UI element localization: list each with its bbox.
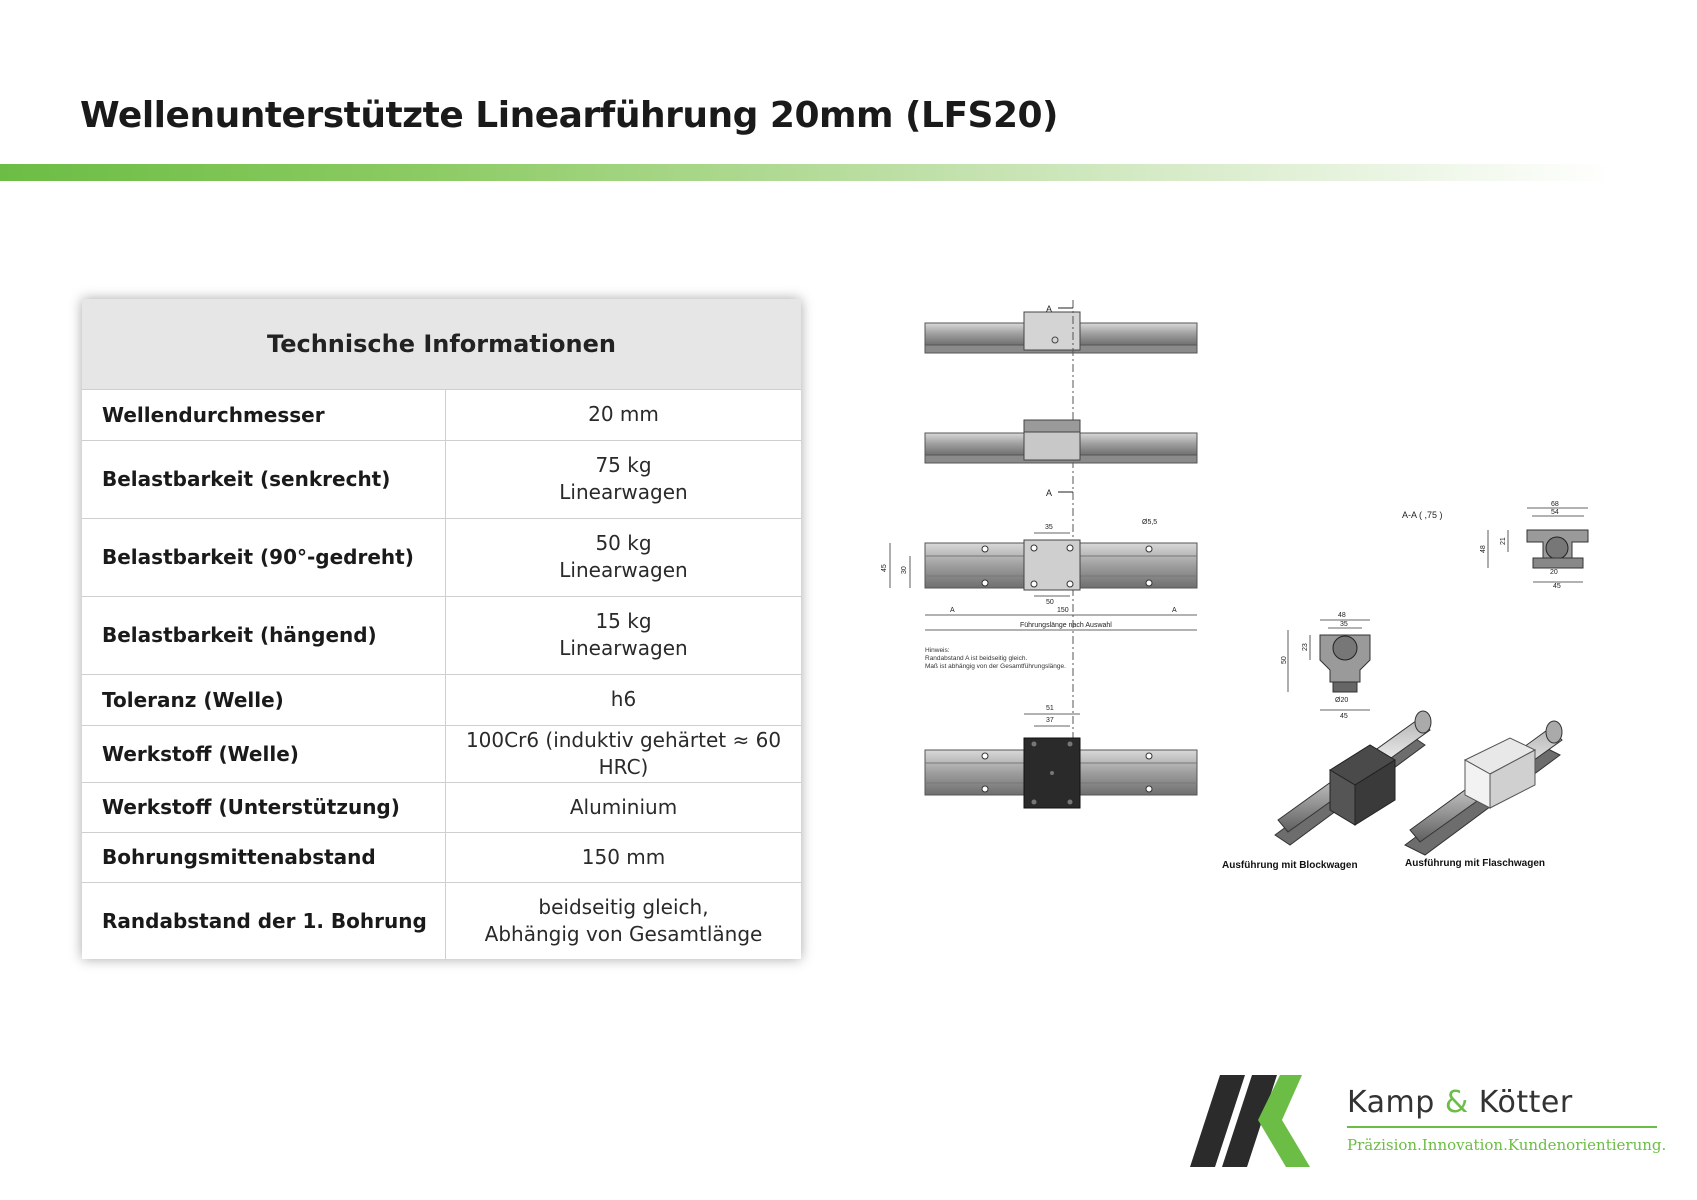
- spec-value: 150 mm: [445, 832, 801, 883]
- dim-51: 51: [1046, 705, 1054, 712]
- spec-label: Werkstoff (Unterstützung): [82, 782, 446, 833]
- spec-row: Bohrungsmittenabstand 150 mm: [82, 832, 801, 883]
- spec-row: Werkstoff (Unterstützung) Aluminium: [82, 782, 801, 833]
- caption-block-carriage: Ausführung mit Blockwagen: [1222, 860, 1358, 871]
- dim-68: 68: [1551, 501, 1559, 508]
- spec-table-heading: Technische Informationen: [82, 299, 801, 390]
- spec-label: Bohrungsmittenabstand: [82, 832, 446, 883]
- dim-35b: 35: [1340, 621, 1348, 628]
- note-line-1: Randabstand A ist beidseitig gleich.: [925, 655, 1027, 662]
- note-title: Hinweis:: [925, 647, 950, 654]
- dim-48b: 48: [1480, 545, 1487, 553]
- spec-label: Randabstand der 1. Bohrung: [82, 882, 446, 959]
- spec-table-card: Technische Informationen Wellendurchmess…: [82, 299, 801, 959]
- dim-54: 54: [1551, 509, 1559, 516]
- page-title: Wellenunterstützte Linearführung 20mm (L…: [80, 95, 1059, 136]
- dim-a-left: A: [950, 607, 955, 614]
- brand-tagline: Präzision.Innovation.Kundenorientierung.: [1347, 1136, 1667, 1154]
- spec-label: Werkstoff (Welle): [82, 725, 446, 783]
- dim-23: 23: [1302, 643, 1309, 651]
- view-dimensioned: 35 Ø5,5 45 30 50 A 150 A Führungslänge n…: [881, 519, 1198, 670]
- view-flange: 51 37: [924, 705, 1198, 809]
- section-view-label: A-A ( ,75 ): [1402, 510, 1443, 520]
- dim-35: 35: [1045, 524, 1053, 531]
- section-block: 48 35 23 50 Ø20 45: [1281, 612, 1371, 720]
- dim-a-right: A: [1172, 607, 1177, 614]
- note-line-2: Maß ist abhängig von der Gesamtführungsl…: [925, 663, 1066, 670]
- brand-name: Kamp & Kötter: [1347, 1085, 1573, 1120]
- spec-value: 20 mm: [445, 390, 801, 441]
- caption-flange-carriage: Ausführung mit Flaschwagen: [1405, 858, 1545, 869]
- spec-table: Wellendurchmesser 20 mm Belastbarkeit (s…: [82, 390, 801, 959]
- section-flange: A-A ( ,75 ) 68 54 21 48 20 45: [1402, 501, 1589, 590]
- dim-37: 37: [1046, 717, 1054, 724]
- spec-row: Randabstand der 1. Bohrung beidseitig gl…: [82, 882, 801, 959]
- dim-48: 48: [1338, 612, 1346, 619]
- spec-label: Belastbarkeit (hängend): [82, 596, 446, 675]
- spec-label: Toleranz (Welle): [82, 674, 446, 726]
- section-marker-bottom: A: [1046, 488, 1052, 498]
- dim-hole: Ø5,5: [1142, 519, 1157, 526]
- spec-row: Werkstoff (Welle) 100Cr6 (induktiv gehär…: [82, 725, 801, 783]
- dim-21: 21: [1500, 537, 1507, 545]
- view-top: A: [924, 300, 1198, 770]
- technical-drawing: A A 35 Ø5,5 45 30 50 A 150 A: [881, 300, 1589, 871]
- dim-45: 45: [881, 564, 888, 572]
- render-block-carriage: [1274, 710, 1432, 846]
- dim-150: 150: [1057, 607, 1069, 614]
- spec-value: Aluminium: [445, 782, 801, 833]
- green-accent-bar: [0, 164, 1697, 181]
- dim-20: 20: [1550, 569, 1558, 576]
- dim-length: Führungslänge nach Auswahl: [1020, 622, 1112, 629]
- spec-row: Wellendurchmesser 20 mm: [82, 390, 801, 441]
- dim-020: Ø20: [1335, 697, 1348, 704]
- dim-30: 30: [901, 566, 908, 574]
- spec-label: Wellendurchmesser: [82, 390, 446, 441]
- spec-value: h6: [445, 674, 801, 726]
- dim-45c: 45: [1553, 583, 1561, 590]
- spec-row: Toleranz (Welle) h6: [82, 674, 801, 726]
- dim-50b: 50: [1281, 656, 1288, 664]
- dim-50: 50: [1046, 599, 1054, 606]
- view-side: A: [924, 419, 1198, 498]
- dim-45b: 45: [1340, 713, 1348, 720]
- spec-value: beidseitig gleich,Abhängig von Gesamtlän…: [484, 894, 763, 946]
- section-marker-top: A: [1046, 304, 1052, 314]
- spec-label: Belastbarkeit (90°-gedreht): [82, 518, 446, 597]
- brand-logo-mark: [1190, 1075, 1310, 1167]
- spec-value: 100Cr6 (induktiv gehärtet ≈ 60 HRC): [445, 725, 801, 783]
- render-flange-carriage: [1404, 720, 1563, 856]
- brand-underline: [1347, 1126, 1657, 1128]
- spec-label: Belastbarkeit (senkrecht): [82, 440, 446, 519]
